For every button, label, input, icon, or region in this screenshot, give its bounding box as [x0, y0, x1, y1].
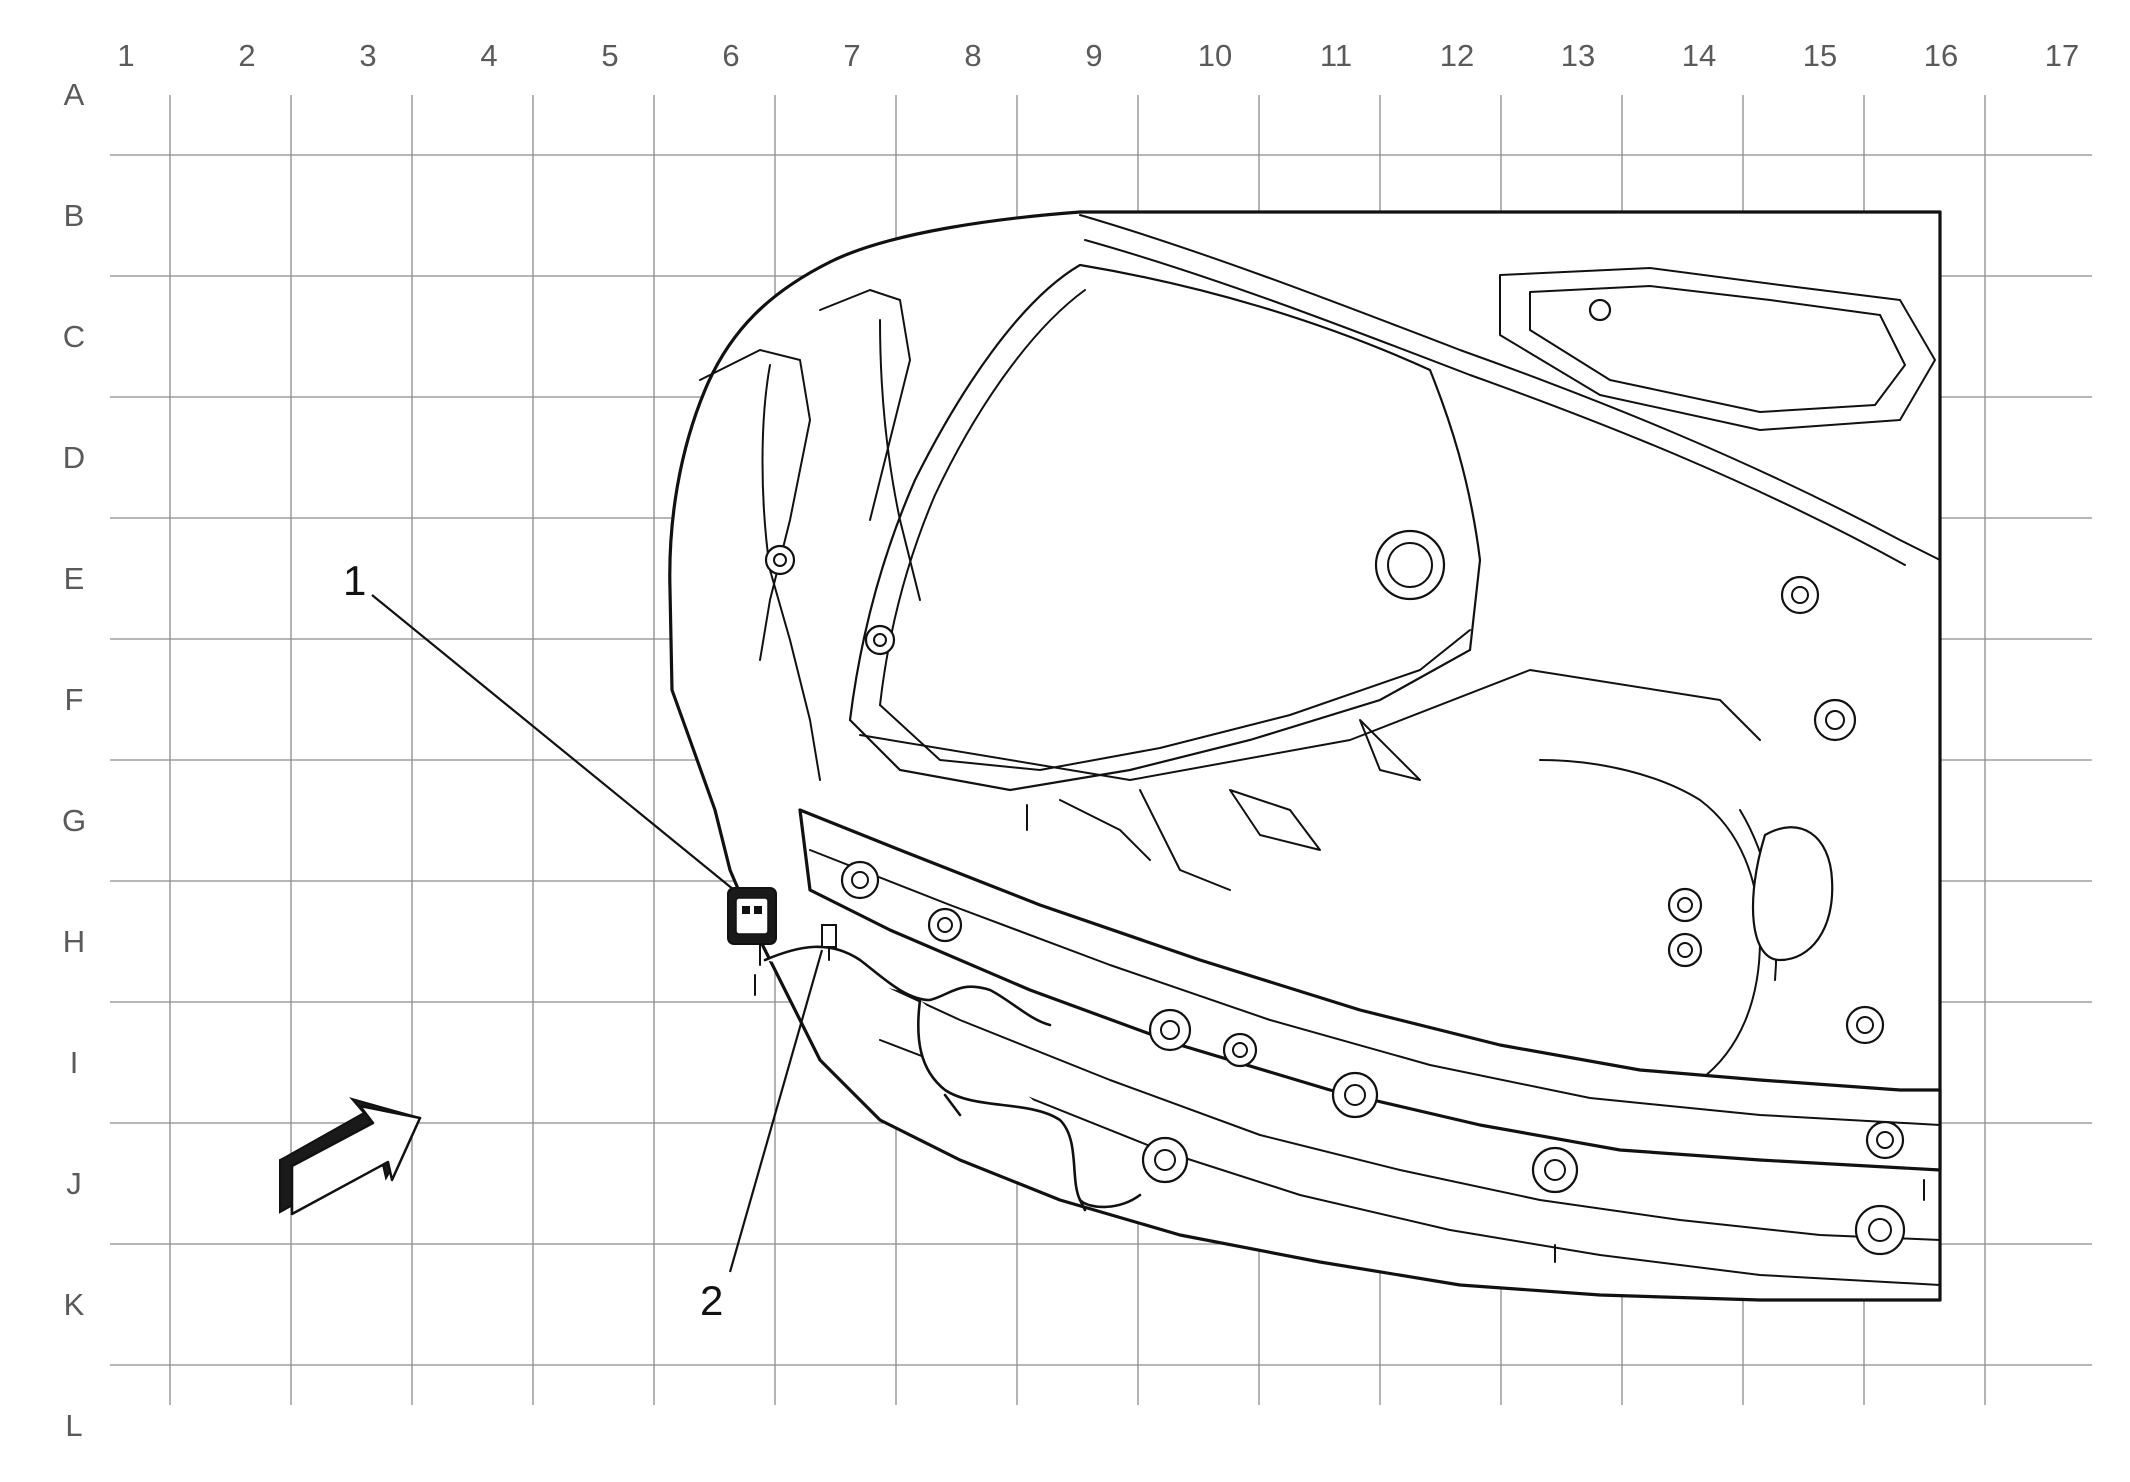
row-label: C — [63, 319, 85, 354]
rear-window-frame — [1499, 267, 1936, 431]
column-label: 8 — [964, 38, 981, 73]
left-quarter-panel — [699, 349, 811, 661]
leader-line-2 — [728, 949, 824, 1273]
column-label: 12 — [1440, 38, 1474, 73]
lower-closing-panel — [829, 959, 1941, 1241]
column-label: 11 — [1320, 38, 1352, 73]
column-label: 3 — [359, 38, 376, 73]
row-label: D — [63, 440, 85, 475]
body-grommets — [764, 298, 1906, 1256]
column-label: 13 — [1561, 38, 1595, 73]
right-wheelhouse — [1539, 759, 1761, 1121]
column-label: 15 — [1803, 38, 1837, 73]
row-label: H — [63, 924, 85, 959]
callout-1: 1 — [343, 557, 366, 604]
roof-rail — [1079, 214, 1941, 561]
row-label: K — [64, 1287, 85, 1322]
column-label: 17 — [2045, 38, 2079, 73]
column-label: 9 — [1085, 38, 1102, 73]
row-label: J — [66, 1166, 82, 1201]
column-label: 10 — [1198, 38, 1232, 73]
connector-item-1 — [727, 887, 777, 966]
column-label: 6 — [722, 38, 739, 73]
column-label: 7 — [843, 38, 860, 73]
trunk-floor — [859, 669, 1761, 781]
view-direction-arrow-icon — [279, 1097, 422, 1216]
column-label: 16 — [1924, 38, 1958, 73]
row-label: I — [70, 1045, 79, 1080]
row-label: A — [64, 77, 85, 112]
leader-line-1 — [371, 594, 735, 891]
trunk-opening — [848, 263, 1482, 792]
column-label: 14 — [1682, 38, 1716, 73]
row-label: E — [64, 561, 85, 596]
column-label: 4 — [480, 38, 497, 73]
vehicle-rear-body-illustration — [668, 210, 1942, 1302]
row-label: G — [62, 803, 86, 838]
harness-fastener-item-2 — [821, 924, 837, 961]
row-label: F — [65, 682, 84, 717]
column-label: 2 — [238, 38, 255, 73]
callout-2: 2 — [700, 1277, 723, 1324]
column-label: 1 — [117, 38, 134, 73]
row-label: B — [64, 198, 85, 233]
row-labels: A B C D E F G H I J K L — [62, 77, 86, 1443]
body-studs — [754, 804, 1925, 1263]
row-label: L — [65, 1408, 82, 1443]
rear-end-panel — [798, 808, 1942, 1172]
column-label: 5 — [601, 38, 618, 73]
